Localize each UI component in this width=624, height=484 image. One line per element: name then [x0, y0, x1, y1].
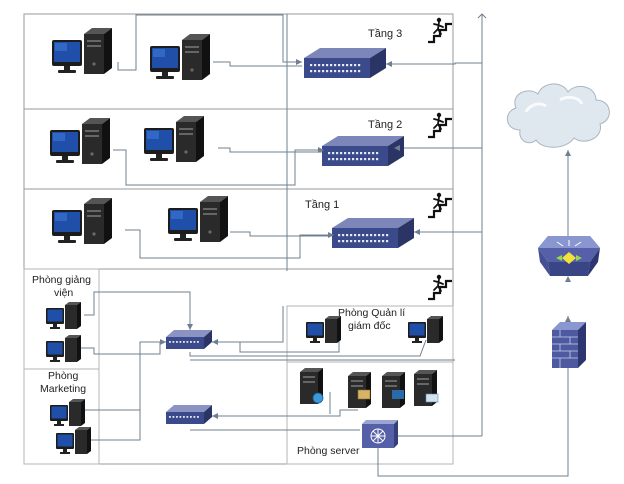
stairs-icon	[426, 16, 454, 44]
network-links	[76, 13, 569, 477]
floor-2-switch-icon	[322, 136, 404, 166]
server-icon	[382, 372, 405, 408]
workstation-icon	[50, 399, 85, 426]
lecturer-room-label-line2: viện	[54, 287, 73, 299]
server-icon	[300, 368, 324, 404]
stairs-icon	[426, 191, 454, 219]
floor-3-label: Tầng 3	[368, 28, 402, 40]
director-room-label-line2: giám đốc	[348, 320, 391, 332]
workstation-icon	[150, 34, 210, 80]
core-switch-icon	[362, 420, 398, 448]
server-room-label: Phòng server	[297, 445, 360, 457]
stairs-icon	[426, 273, 454, 301]
workstation-icon	[46, 302, 81, 329]
workstation-icon	[52, 198, 112, 244]
workstation-icon	[306, 316, 341, 343]
firewall-icon	[552, 322, 586, 368]
floor-2-label: Tầng 2	[368, 119, 402, 131]
workstation-icon	[408, 316, 443, 343]
server-icon	[348, 372, 371, 408]
floor-1-switch-icon	[332, 218, 414, 248]
server-room-switch-icon	[166, 405, 212, 424]
marketing-room-label-line1: Phòng	[48, 370, 79, 382]
stairs-icon	[426, 111, 454, 139]
cloud-icon	[507, 83, 610, 148]
ground-floor-switch-icon	[166, 330, 212, 349]
workstation-icon	[46, 335, 81, 362]
marketing-room-label-line2: Marketing	[40, 383, 86, 395]
workstation-icon	[168, 196, 228, 242]
server-room	[286, 361, 454, 465]
server-icon	[414, 370, 439, 406]
workstation-icon	[52, 28, 112, 74]
workstation-icon	[50, 118, 110, 164]
marketing-room	[23, 368, 100, 465]
router-icon	[538, 236, 600, 276]
lecturer-room-label-line1: Phòng giảng	[32, 274, 91, 286]
workstation-icon	[144, 116, 204, 162]
director-room-label-line1: Phòng Quản lí	[338, 307, 405, 319]
workstation-icon	[56, 427, 91, 454]
floor-1-label: Tầng 1	[305, 199, 339, 211]
floor-3-switch-icon	[304, 48, 386, 78]
